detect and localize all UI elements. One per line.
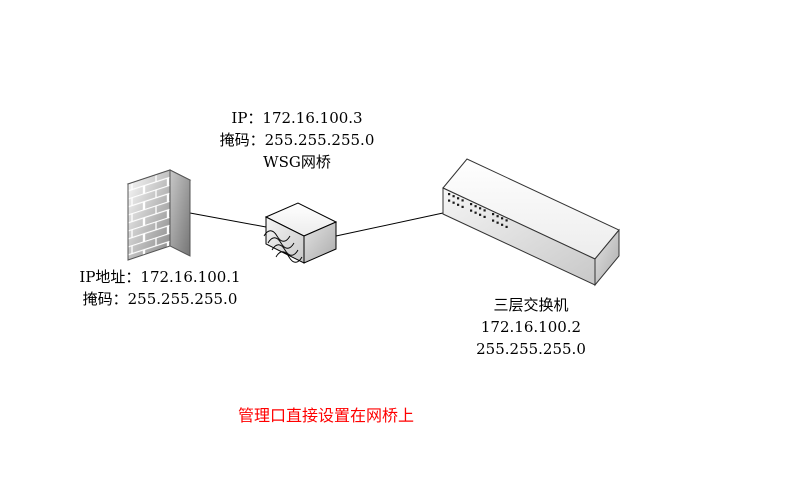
link-firewall-bridge bbox=[189, 212, 267, 228]
switch-mask-text: 255.255.255.0 bbox=[476, 340, 586, 358]
link-bridge-switch bbox=[335, 212, 444, 237]
firewall-mask-text: 掩码：255.255.255.0 bbox=[82, 290, 238, 308]
bridge-ip-text: IP：172.16.100.3 bbox=[231, 109, 363, 127]
bridge-mask-text: 掩码：255.255.255.0 bbox=[219, 131, 375, 149]
management-port-note: 管理口直接设置在网桥上 bbox=[238, 406, 415, 425]
switch-label: 三层交换机 172.16.100.2 255.255.255.0 bbox=[411, 294, 651, 360]
bridge-icon bbox=[263, 202, 338, 264]
switch-icon bbox=[442, 158, 620, 287]
firewall-icon bbox=[126, 169, 192, 261]
switch-ip-text: 172.16.100.2 bbox=[480, 318, 582, 336]
firewall-ip-text: IP地址：172.16.100.1 bbox=[79, 268, 241, 286]
bridge-name-text: WSG网桥 bbox=[263, 153, 331, 171]
firewall-label: IP地址：172.16.100.1 掩码：255.255.255.0 bbox=[40, 266, 280, 310]
switch-name-text: 三层交换机 bbox=[493, 296, 569, 314]
bridge-label: IP：172.16.100.3 掩码：255.255.255.0 WSG网桥 bbox=[177, 107, 417, 173]
